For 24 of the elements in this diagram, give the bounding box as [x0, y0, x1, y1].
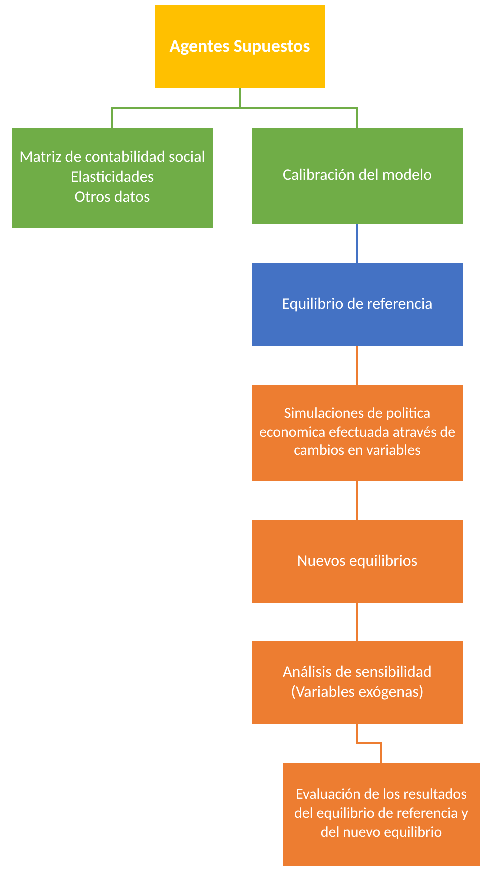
connector-line: [356, 603, 358, 641]
connector-line: [356, 346, 358, 385]
process-box: [283, 763, 480, 866]
box-text: Agentes Supuestos: [170, 35, 310, 58]
box-text: Elasticidades: [70, 168, 154, 188]
process-box: [252, 385, 463, 481]
box-text: Nuevos equilibrios: [297, 552, 418, 572]
box-text: Evaluación de los resultados del equilibrio de referencia y del nuevo equilibrio: [294, 786, 470, 843]
box-text: Otros datos: [74, 188, 150, 208]
process-box: [252, 641, 463, 724]
process-box: [252, 263, 463, 346]
box-text: Equilibrio de referencia: [282, 294, 433, 314]
process-box: [252, 128, 463, 224]
process-box: [12, 128, 213, 228]
connector-line: [239, 88, 358, 128]
connector-line: [356, 224, 358, 263]
box-text: Calibración del modelo: [282, 166, 432, 186]
connector-line: [356, 724, 382, 763]
box-text: Simulaciones de politica economica efectuada através de cambios en variables: [258, 404, 457, 462]
process-box: [155, 5, 325, 88]
box-text: Matriz de contabilidad social: [20, 148, 206, 168]
process-box: [252, 520, 463, 603]
box-text: Análisis de sensibilidad (Variables exógenas): [282, 662, 433, 702]
connector-line: [356, 481, 358, 520]
